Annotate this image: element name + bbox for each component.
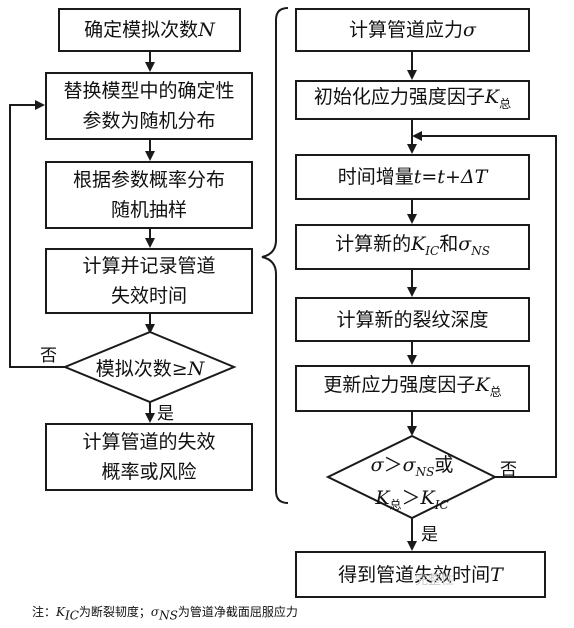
left-yes-label: 是 [157,404,174,424]
left-no-label: 否 [40,346,57,366]
watermark: 完整性 [415,573,455,588]
step-init-stress-intensity: 初始化应力强度因子K总 [295,80,530,120]
step-set-simulation-count: 确定模拟次数N [58,8,241,52]
decision-failure-criterion-label: σ＞σNS或 K总＞KIC [332,452,492,518]
step-update-stress-intensity: 更新应力强度因子K总 [295,365,530,412]
step-random-sampling-label: 根据参数概率分布 随机抽样 [72,169,225,221]
step-replace-parameters: 替换模型中的确定性 参数为随机分布 [45,72,253,140]
step-crack-depth-label: 计算新的裂纹深度 [336,308,489,331]
right-yes-label: 是 [421,525,438,545]
step-failure-probability: 计算管道的失效 概率或风险 [45,423,253,491]
step-time-increment-label: 时间增量t=t+ΔT [337,166,488,188]
decision-diamond-left [62,330,237,404]
step-compute-kic-sns: 计算新的KIC和σNS [295,224,530,270]
step-init-stress-intensity-label: 初始化应力强度因子K总 [313,85,512,111]
step-random-sampling: 根据参数概率分布 随机抽样 [45,161,253,229]
step-record-failure-time: 计算并记录管道 失效时间 [45,248,253,314]
step-time-increment: 时间增量t=t+ΔT [295,154,530,200]
decision-simulation-count-label: 模拟次数≥N [95,358,205,380]
step-update-stress-intensity-label: 更新应力强度因子K总 [323,374,502,399]
step-pipe-stress: 计算管道应力σ [295,8,530,52]
right-no-label: 否 [500,460,517,480]
step-set-simulation-count-label: 确定模拟次数N [84,19,215,41]
footnote: 注：KIC为断裂韧度；σNS为管道净截面屈服应力 [32,605,298,623]
step-compute-kic-sns-label: 计算新的KIC和σNS [335,232,490,258]
step-crack-depth: 计算新的裂纹深度 [295,297,530,342]
loop-right-no [412,131,557,478]
step-failure-probability-label: 计算管道的失效 概率或风险 [82,431,216,483]
decision-failure-criterion-line2: K总＞KIC [375,486,449,512]
step-pipe-stress-label: 计算管道应力σ [349,19,476,41]
step-get-failure-time: 得到管道失效时间T [295,551,546,598]
loop-left-no [9,100,65,368]
step-record-failure-time-label: 计算并记录管道 失效时间 [82,255,216,307]
step-get-failure-time-label: 得到管道失效时间T [338,563,503,586]
step-replace-parameters-label: 替换模型中的确定性 参数为随机分布 [63,80,235,132]
decision-diamond-right [325,434,498,520]
curly-brace [261,7,289,504]
decision-failure-criterion-line1: σ＞σNS或 [370,454,454,479]
